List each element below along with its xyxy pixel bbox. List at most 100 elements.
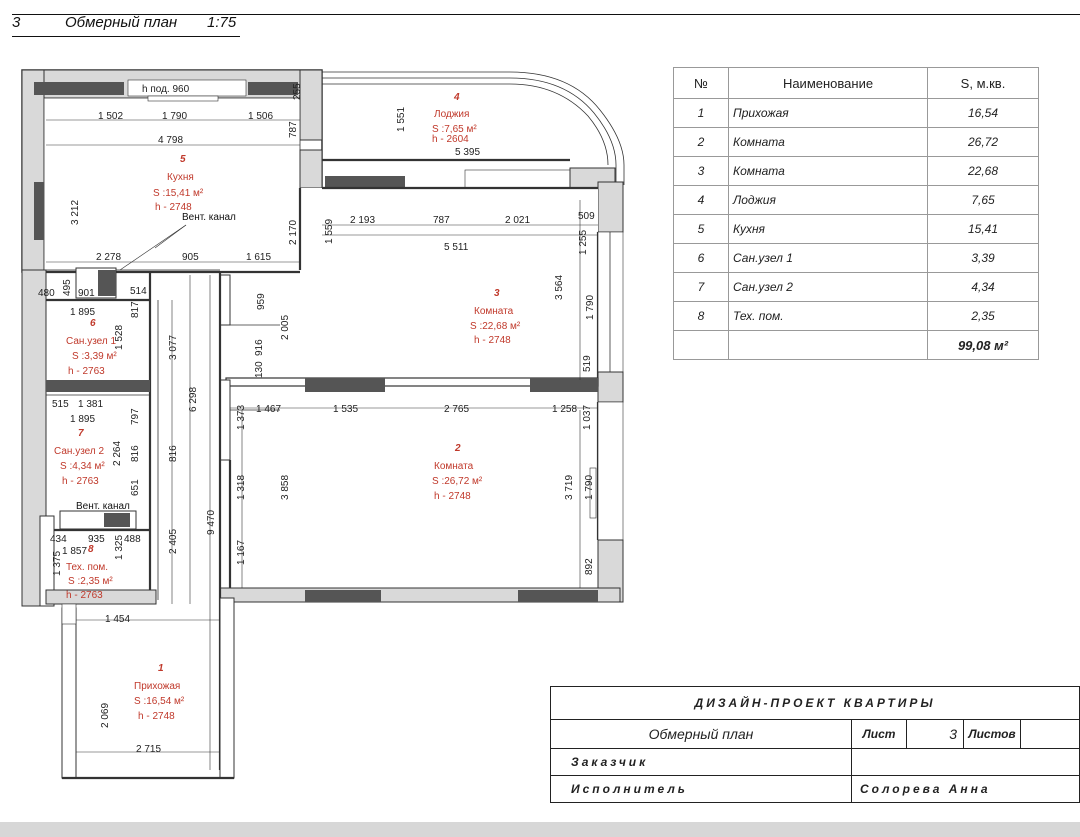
dim-2264: 2 264 bbox=[112, 441, 123, 466]
room3-window-frame bbox=[597, 231, 624, 373]
svg-text:2: 2 bbox=[454, 443, 461, 454]
dim-4798: 4 798 bbox=[158, 135, 183, 146]
dim-514: 514 bbox=[130, 286, 147, 297]
total-area: 99,08 м² bbox=[927, 330, 1039, 360]
svg-text:8: 8 bbox=[88, 544, 94, 555]
kitchen-window-left bbox=[34, 82, 124, 95]
room2-window-frame bbox=[597, 401, 624, 543]
dim-2715: 2 715 bbox=[136, 744, 161, 755]
corridor-wall-mid bbox=[219, 379, 231, 461]
title-block-drawing-cell: Обмерный план bbox=[550, 719, 852, 749]
entry-left-wall bbox=[61, 607, 77, 779]
room2-radiator bbox=[589, 467, 597, 519]
svg-text:Сан.узел 1: Сан.узел 1 bbox=[66, 336, 117, 347]
kitchen-right-wall bbox=[299, 69, 323, 141]
dim-1325: 1 325 bbox=[114, 535, 125, 560]
dim-1167: 1 167 bbox=[236, 540, 247, 565]
scale-label: 1:75 bbox=[207, 14, 237, 31]
svg-text:7: 7 bbox=[78, 428, 84, 439]
svg-text:h - 2748: h - 2748 bbox=[474, 335, 511, 346]
dim-3858: 3 858 bbox=[280, 475, 291, 500]
dim-1615: 1 615 bbox=[246, 252, 271, 263]
room-label-7: 7 Сан.узел 2 S :4,34 м² h - 2763 bbox=[54, 428, 105, 487]
executor-label-cell: Исполнитель bbox=[550, 775, 852, 803]
sheets-value-cell bbox=[1020, 719, 1080, 749]
svg-text:S :2,35 м²: S :2,35 м² bbox=[68, 576, 113, 587]
dim-1790a: 1 790 bbox=[162, 111, 187, 122]
loggia-outline-inner bbox=[322, 77, 617, 185]
col-header-name: Наименование bbox=[728, 67, 928, 99]
entry-door-jamb bbox=[61, 603, 77, 625]
dim-1258: 1 258 bbox=[552, 404, 577, 415]
sheets-label: Листов bbox=[968, 727, 1016, 741]
header-underline bbox=[12, 36, 240, 37]
frame-top-line bbox=[12, 14, 1080, 15]
dim-816b: 816 bbox=[168, 445, 179, 462]
room-label-2: 2 Комната S :26,72 м² h - 2748 bbox=[432, 443, 483, 502]
drawing-name: Обмерный план bbox=[648, 726, 754, 742]
kitchen-window-right bbox=[248, 82, 298, 95]
dim-1381: 1 381 bbox=[78, 399, 103, 410]
dim-1454: 1 454 bbox=[105, 614, 130, 625]
dim-2069: 2 069 bbox=[100, 703, 111, 728]
vent-shaft-1-fill bbox=[98, 270, 116, 296]
col-header-area: S, м.кв. bbox=[927, 67, 1039, 99]
dim-1506: 1 506 bbox=[248, 111, 273, 122]
partition-dark-1 bbox=[305, 378, 385, 392]
dim-787a: 787 bbox=[288, 121, 299, 138]
dim-1502: 1 502 bbox=[98, 111, 123, 122]
dim-519: 519 bbox=[582, 355, 593, 372]
executor-value-cell: Солорева Анна bbox=[851, 775, 1080, 803]
room3-floor bbox=[220, 188, 598, 380]
dim-1857: 1 857 bbox=[62, 546, 87, 557]
loggia-window-1 bbox=[325, 176, 405, 188]
svg-text:S :7,65 м²: S :7,65 м² bbox=[432, 124, 477, 135]
dim-3719: 3 719 bbox=[564, 475, 575, 500]
sheet-number: 3 bbox=[12, 14, 21, 31]
dim-1528: 1 528 bbox=[114, 325, 125, 350]
svg-text:Комната: Комната bbox=[474, 306, 514, 317]
room3-right-wall-top bbox=[597, 181, 624, 233]
svg-text:S :22,68 м²: S :22,68 м² bbox=[470, 321, 521, 332]
dim-1318: 1 318 bbox=[236, 475, 247, 500]
svg-text:Комната: Комната bbox=[434, 461, 474, 472]
room2-window-2 bbox=[518, 590, 598, 602]
svg-text:5: 5 bbox=[180, 154, 186, 165]
dim-1375: 1 375 bbox=[52, 551, 63, 576]
svg-text:S :4,34 м²: S :4,34 м² bbox=[60, 461, 105, 472]
dim-130: 130 bbox=[254, 361, 265, 378]
sheet-value-cell: 3 bbox=[906, 719, 964, 749]
customer-label-cell: Заказчик bbox=[550, 748, 852, 776]
room-right-pier bbox=[597, 371, 624, 403]
sheet-value: 3 bbox=[949, 726, 957, 742]
dim-1895a: 1 895 bbox=[70, 307, 95, 318]
dim-1790c: 1 790 bbox=[584, 475, 595, 500]
title-block-project-cell: ДИЗАЙН-ПРОЕКТ КВАРТИРЫ bbox=[550, 686, 1080, 720]
dim-2765: 2 765 bbox=[444, 404, 469, 415]
room2-window-1 bbox=[305, 590, 381, 602]
svg-text:h - 2763: h - 2763 bbox=[68, 366, 105, 377]
dim-2005: 2 005 bbox=[280, 315, 291, 340]
dim-817: 817 bbox=[130, 301, 141, 318]
svg-text:S :16,54 м²: S :16,54 м² bbox=[134, 696, 185, 707]
svg-text:Лоджия: Лоджия bbox=[434, 109, 469, 120]
col-header-number: № bbox=[673, 67, 729, 99]
loggia-door bbox=[464, 169, 571, 189]
dim-495: 495 bbox=[62, 279, 73, 296]
dim-959: 959 bbox=[256, 293, 267, 310]
dim-651: 651 bbox=[130, 479, 141, 496]
svg-text:Тех. пом.: Тех. пом. bbox=[66, 562, 108, 573]
dim-3077: 3 077 bbox=[168, 335, 179, 360]
partition-dark-2 bbox=[530, 378, 598, 392]
customer-label: Заказчик bbox=[571, 755, 649, 769]
dim-2405: 2 405 bbox=[168, 529, 179, 554]
dim-434: 434 bbox=[50, 534, 67, 545]
dim-5511: 5 511 bbox=[444, 242, 469, 253]
